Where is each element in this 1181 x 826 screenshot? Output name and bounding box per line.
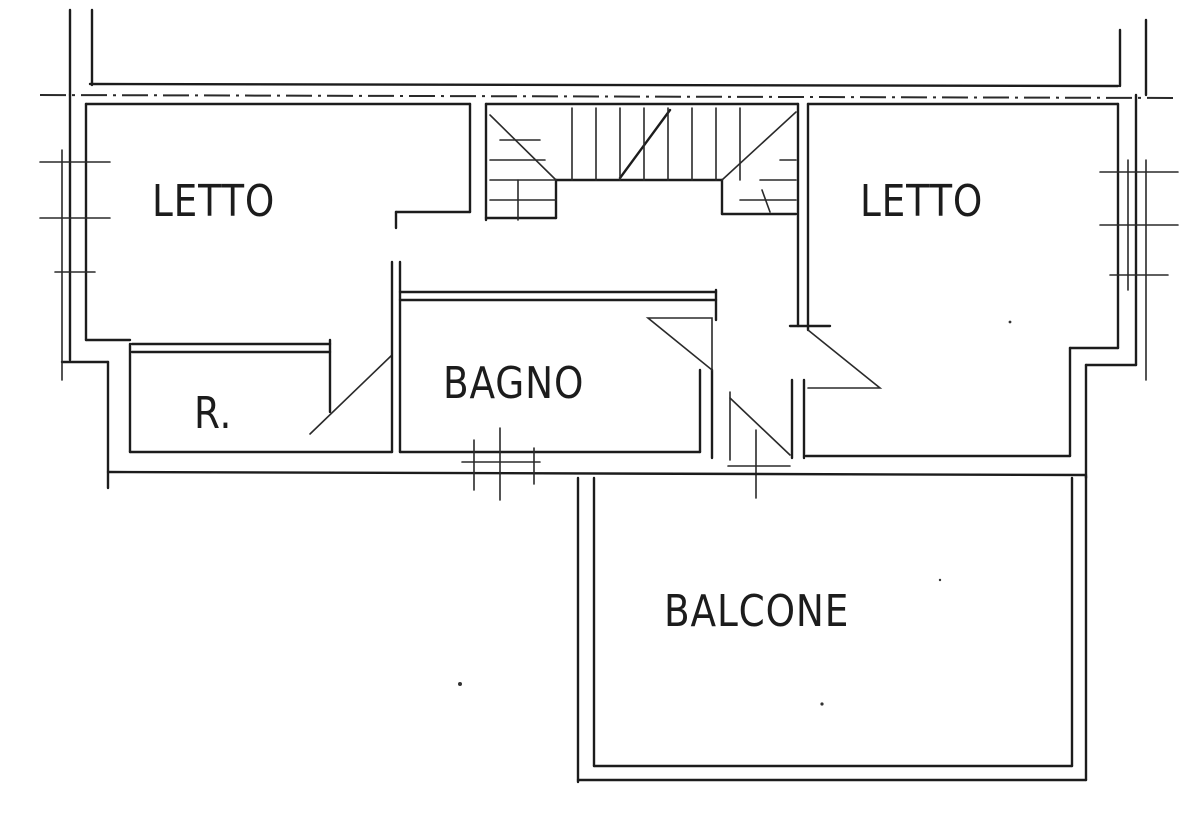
ripostiglio-walls <box>128 260 402 454</box>
bottom-wall <box>106 427 1088 501</box>
room-label-letto-left: LETTO <box>152 176 276 227</box>
bagno-walls <box>398 288 718 460</box>
left-wall <box>39 93 132 490</box>
top-facade <box>39 8 1176 106</box>
balcone-walls <box>576 474 1088 784</box>
room-label-balcone: BALCONE <box>664 586 850 637</box>
right-bedroom-walls <box>788 93 1179 480</box>
room-label-bagno: BAGNO <box>443 358 585 409</box>
room-label-ripostiglio: R. <box>194 388 233 439</box>
balcony-door <box>727 391 791 499</box>
scan-specks <box>458 320 1012 706</box>
staircase <box>484 107 798 221</box>
left-bedroom-walls <box>130 102 488 435</box>
room-label-letto-right: LETTO <box>860 176 984 227</box>
